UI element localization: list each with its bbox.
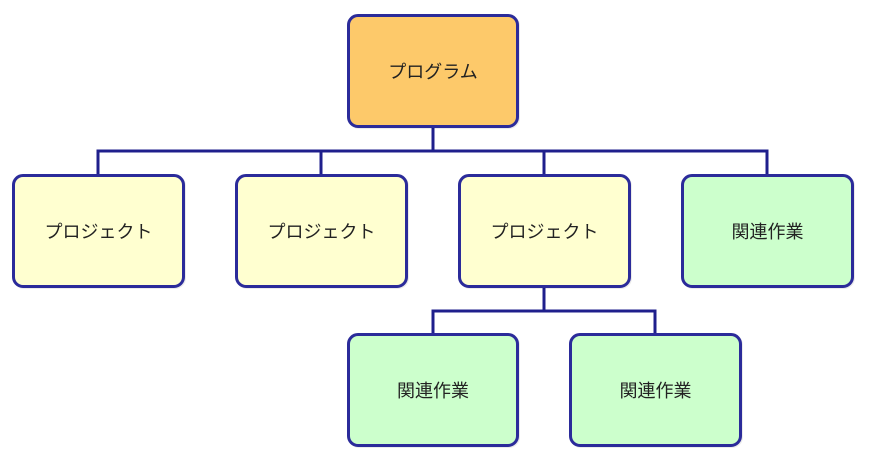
project-node-label: プロジェクト bbox=[44, 222, 153, 243]
project-node-label: プロジェクト bbox=[490, 222, 599, 243]
project-node-label: プロジェクト bbox=[267, 222, 376, 243]
project-node-3: プロジェクト bbox=[458, 174, 631, 288]
related-task-label: 関連作業 bbox=[397, 381, 469, 402]
project-node-1: プロジェクト bbox=[12, 174, 185, 288]
program-node-label: プログラム bbox=[388, 62, 478, 83]
related-task-label: 関連作業 bbox=[619, 381, 692, 402]
related-task-node-1: 関連作業 bbox=[681, 174, 854, 288]
program-node: プログラム bbox=[347, 14, 519, 128]
related-task-node-3: 関連作業 bbox=[569, 333, 742, 447]
related-task-node-2: 関連作業 bbox=[347, 333, 519, 447]
project-node-2: プロジェクト bbox=[235, 174, 408, 288]
related-task-label: 関連作業 bbox=[731, 222, 804, 243]
